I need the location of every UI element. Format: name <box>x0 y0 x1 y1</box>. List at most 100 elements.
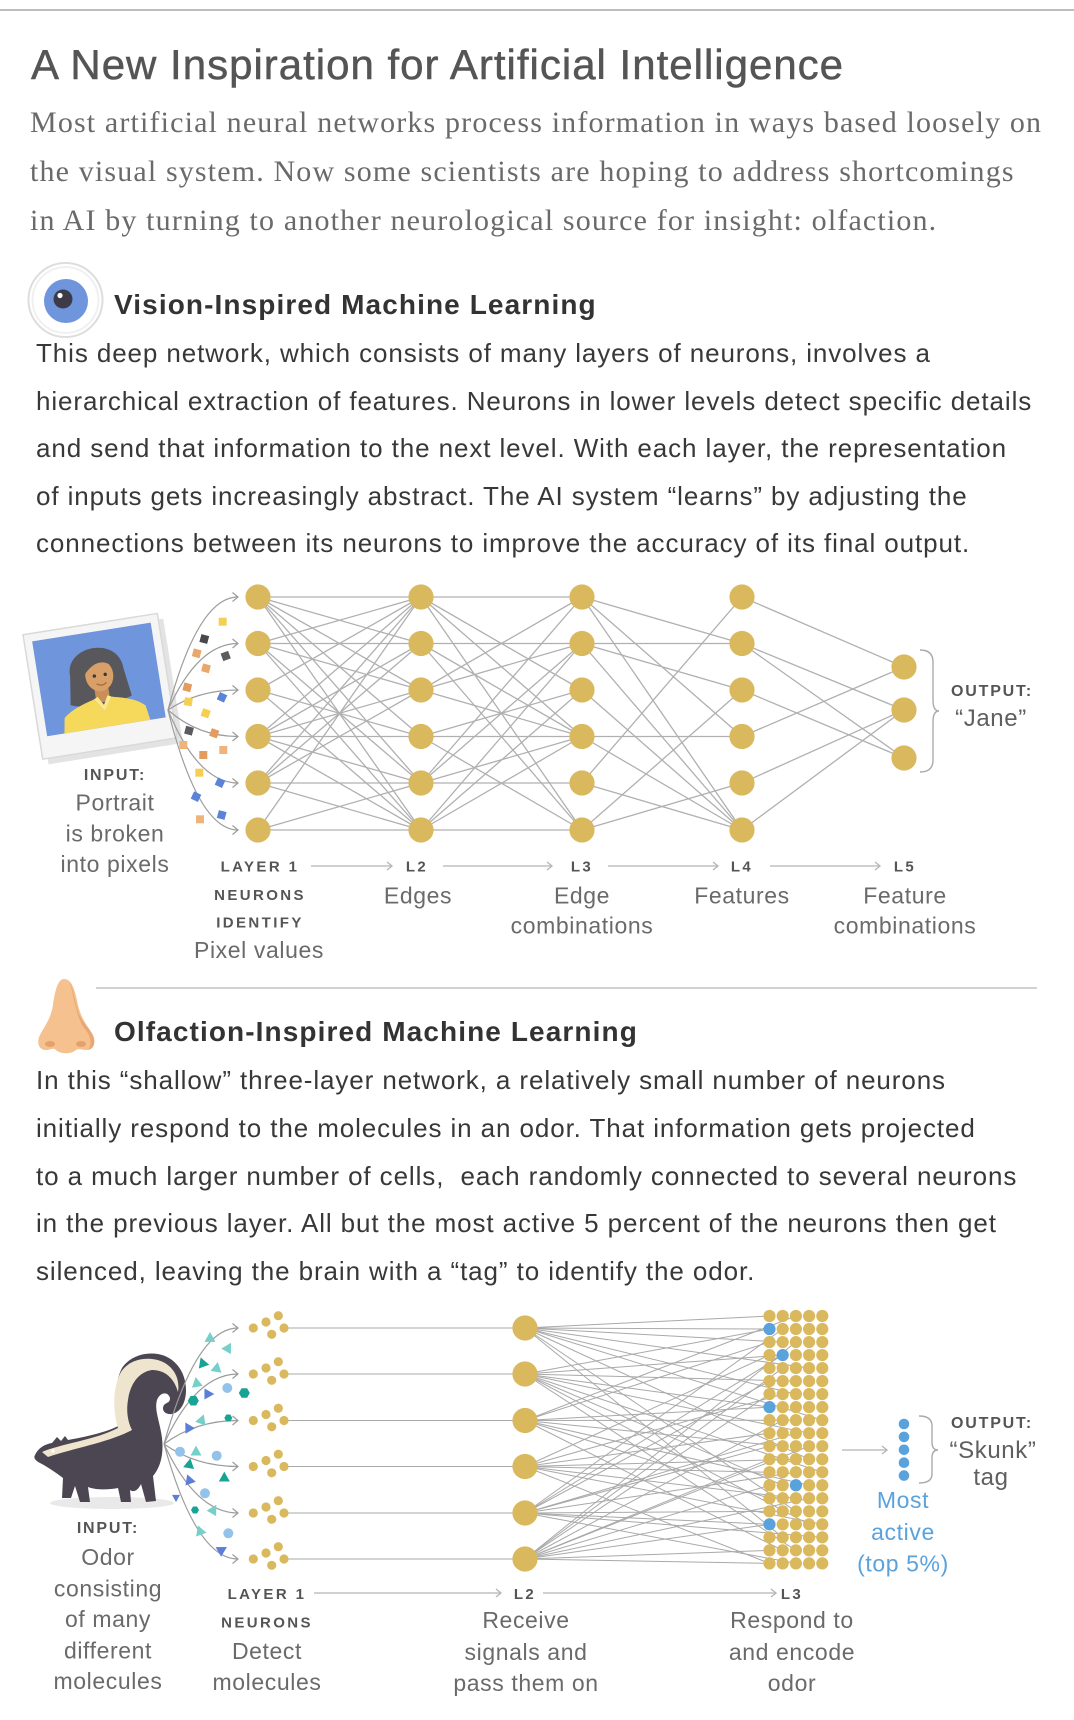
neuron-cell <box>776 1322 789 1336</box>
neuron-cell <box>816 1440 829 1453</box>
vision-body-line: hierarchical extraction of features. Neu… <box>36 385 1033 416</box>
tag-neuron <box>898 1418 910 1430</box>
neuron-node <box>512 1453 538 1480</box>
olfaction-connections <box>284 1315 823 1564</box>
neuron-node <box>729 630 755 657</box>
layer-3-desc: odor <box>768 1670 816 1696</box>
neuron-cell <box>789 1557 803 1570</box>
layer-2-label: L2 <box>406 859 428 876</box>
connection-line <box>741 596 905 668</box>
olfaction-neurons <box>248 1311 538 1572</box>
neuron-cell <box>789 1414 803 1427</box>
olfaction-body-line: initially respond to the molecules in an… <box>36 1112 976 1143</box>
neuron-cell <box>803 1401 816 1414</box>
neuron-cell <box>776 1466 789 1479</box>
neuron-cell <box>816 1505 829 1518</box>
random-connection <box>524 1354 770 1467</box>
receptor-dot <box>248 1554 258 1564</box>
neuron-node <box>569 584 595 610</box>
receptor-dot <box>273 1496 283 1506</box>
arrowhead-icon <box>232 1323 239 1333</box>
neuron-cell <box>816 1544 829 1557</box>
neuron-cell <box>763 1375 776 1388</box>
connection-line <box>741 689 905 759</box>
neuron-cell <box>763 1361 776 1375</box>
pixel-flow-arrows <box>167 592 239 835</box>
olfaction-body-line: to a much larger number of cells, each r… <box>36 1160 1018 1191</box>
random-connection <box>524 1327 784 1538</box>
nose-icon <box>38 979 95 1054</box>
layer-1-sub: NEURONS <box>221 1615 313 1632</box>
neuron-node <box>512 1315 538 1341</box>
random-connection <box>524 1327 770 1330</box>
neuron-cell <box>803 1361 816 1375</box>
random-connection <box>524 1458 770 1560</box>
arrowhead-icon <box>232 592 239 602</box>
random-connection <box>524 1512 796 1564</box>
pixel-square <box>196 815 204 824</box>
neuron-cell <box>776 1557 789 1570</box>
neuron-cell <box>776 1544 789 1557</box>
pixel-square <box>184 725 194 736</box>
random-connection <box>524 1380 770 1514</box>
random-connection <box>524 1315 797 1421</box>
arrowhead-icon <box>232 1415 239 1426</box>
connection-line <box>420 643 583 784</box>
vision-input-desc: is broken <box>66 821 165 847</box>
olfaction-input-desc: of many <box>65 1606 151 1632</box>
neuron-node <box>569 770 595 796</box>
neuron-cell <box>803 1322 816 1336</box>
neuron-cell <box>776 1388 789 1401</box>
connection-line <box>581 596 743 784</box>
random-connection <box>524 1466 770 1564</box>
input-curve <box>167 596 239 711</box>
neuron-cell <box>816 1466 829 1479</box>
receptor-dot <box>267 1329 277 1339</box>
neuron-node <box>891 697 917 723</box>
connection-line <box>420 642 583 691</box>
neuron-cell <box>816 1427 829 1440</box>
output-brace <box>919 649 940 773</box>
neuron-node <box>408 630 434 657</box>
receptor-dot <box>267 1422 277 1432</box>
layer-2-desc: Edges <box>384 882 452 908</box>
random-connection <box>524 1373 783 1486</box>
connection-line <box>741 642 905 759</box>
vision-body-line: of inputs gets increasingly abstract. Th… <box>36 480 968 511</box>
arrowhead-icon <box>232 638 239 649</box>
molecule-hexagon <box>191 1506 199 1514</box>
connection-line <box>581 735 743 831</box>
receptor-dot <box>273 1449 283 1459</box>
receptor-dot <box>267 1514 277 1524</box>
random-connection <box>524 1512 770 1525</box>
intro-line: Most artificial neural networks process … <box>30 106 1043 139</box>
layer-3-desc: and encode <box>729 1639 855 1665</box>
molecule-circle <box>175 1446 185 1457</box>
layer-1-desc: Detect <box>232 1638 302 1664</box>
molecule-triangle <box>198 1357 210 1369</box>
olfaction-body-line: In this “shallow” three-layer network, a… <box>36 1065 946 1095</box>
random-connection <box>524 1458 796 1467</box>
neuron-cell <box>763 1453 776 1466</box>
layer-2-desc: Receive <box>482 1607 569 1633</box>
neuron-node <box>408 677 434 703</box>
layer-arrows <box>314 1588 778 1598</box>
olfaction-output-label: OUTPUT: <box>951 1415 1033 1432</box>
molecule-circle <box>222 1383 233 1393</box>
section-divider <box>96 987 1037 989</box>
vision-input-desc: into pixels <box>61 851 170 877</box>
receptor-dot <box>279 1508 289 1518</box>
layer-3-neuron-grid <box>763 1309 829 1570</box>
neuron-cell <box>789 1309 803 1323</box>
neuron-node <box>408 770 434 796</box>
connection-line <box>581 642 743 691</box>
olfaction-input-desc: molecules <box>54 1668 163 1694</box>
layer-2-label: L2 <box>514 1586 536 1603</box>
layer-arrows <box>311 861 882 871</box>
neuron-cell <box>816 1388 829 1401</box>
arrowhead-icon <box>232 1508 239 1518</box>
neuron-cell <box>776 1401 789 1414</box>
odor-curve <box>163 1443 239 1514</box>
neuron-cell <box>776 1361 789 1375</box>
neuron-node <box>729 817 755 843</box>
